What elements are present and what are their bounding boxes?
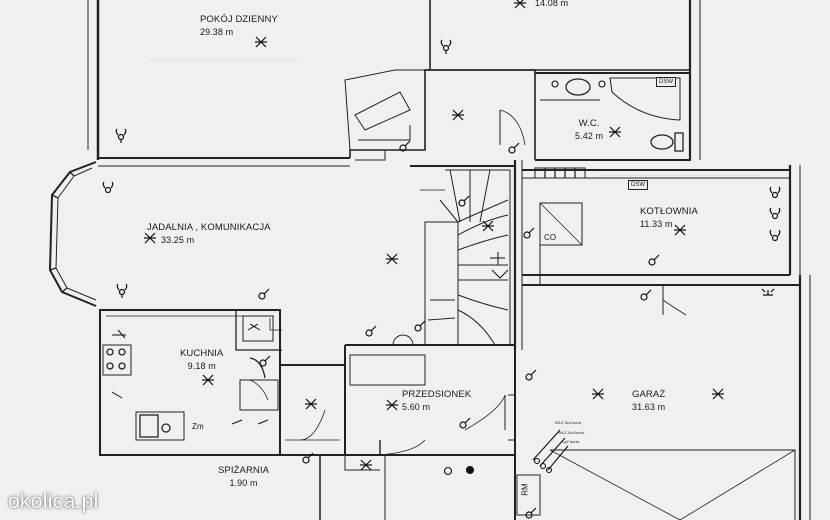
light-fixture-icon: [712, 388, 724, 400]
wall-lamp-icon: [769, 207, 781, 220]
wall-lamp-icon: [761, 288, 775, 296]
junction-box-icon: [532, 429, 569, 471]
wall-lamp-icon: [115, 128, 127, 143]
wlz-label: LgY kontr.: [562, 439, 580, 444]
socket-icon: [598, 80, 606, 88]
dsw-tag: DSW: [656, 77, 676, 87]
wlz-label: WLZ 3x4 kontr.: [558, 430, 585, 435]
switch-icon: [302, 452, 314, 464]
room-label-spizarnia: SPIŻARNIA 1.90 m: [218, 465, 269, 489]
switch-icon: [648, 254, 660, 266]
wall-lamp-icon: [116, 283, 128, 298]
switch-icon: [259, 355, 271, 367]
light-fixture-icon: [592, 388, 604, 400]
room-name: SPIŻARNIA: [218, 465, 270, 476]
room-name: JADALNIA , KOMUNIKACJA: [147, 222, 271, 233]
socket-icon: [465, 465, 475, 475]
dsw-tag: DSW: [628, 180, 648, 190]
room-area: 1.90 m: [229, 478, 258, 488]
room-name: PRZEDSIONEK: [402, 389, 472, 400]
room-label-jadalnia: JADALNIA , KOMUNIKACJA 33.25 m: [147, 222, 271, 246]
room-area: 5.42 m: [575, 131, 604, 141]
light-fixture-icon: [386, 253, 398, 265]
room-area: 9.18 m: [187, 361, 216, 371]
room-label-pokoj-dzienny: POKÓJ DZIENNY 29.38 m: [200, 14, 278, 38]
light-fixture-icon: [609, 126, 621, 138]
room-label-garaz: GARAŻ 31.63 m: [632, 389, 665, 413]
switch-icon: [640, 289, 652, 301]
wall-lamp-icon: [440, 39, 452, 54]
socket-icon: [551, 80, 559, 88]
switch-icon: [365, 325, 377, 337]
room-name: KOTŁOWNIA: [640, 206, 698, 217]
socket-icon: [443, 466, 453, 476]
switch-icon: [525, 507, 537, 519]
light-fixture-icon: [482, 220, 494, 232]
light-fixture-icon: [386, 399, 398, 411]
wall-lamp-icon: [769, 186, 781, 199]
light-fixture-icon: [305, 398, 317, 410]
room-label-wc: W.C. 5.42 m: [575, 118, 603, 142]
zm-label: Zm: [192, 422, 204, 431]
switch-icon: [399, 140, 411, 152]
light-fixture-icon: [202, 374, 214, 386]
room-name: POKÓJ DZIENNY: [200, 14, 278, 25]
light-fixture-icon: [452, 109, 464, 121]
light-fixture-icon: [514, 0, 526, 9]
room-name: KUCHNIA: [180, 348, 224, 359]
room-label-top-right: 14.08 m: [535, 0, 568, 9]
co-label: CO: [544, 233, 557, 242]
light-fixture-icon: [255, 36, 267, 48]
room-label-kotlownia: KOTŁOWNIA 11.33 m: [640, 206, 698, 230]
light-fixture-icon: [674, 224, 686, 236]
room-area: 33.25 m: [161, 235, 195, 245]
light-fixture-icon: [144, 232, 156, 244]
switches: [258, 140, 660, 519]
light-fixture-icon: [360, 459, 372, 471]
room-area: 31.63 m: [632, 402, 666, 412]
light-fixtures: [144, 0, 724, 471]
switch-icon: [523, 227, 535, 239]
switch-icon: [459, 417, 471, 429]
switch-icon: [508, 142, 520, 154]
switch-icon: [525, 369, 537, 381]
switch-icon: [258, 288, 270, 300]
room-label-przedsionek: PRZEDSIONEK 5.60 m: [402, 389, 471, 413]
wlz-label: WLZ 3x4 kontr.: [555, 420, 582, 425]
wall-lamp-icon: [102, 181, 114, 194]
room-name: GARAŻ: [632, 389, 666, 400]
room-area: 11.33 m: [640, 219, 673, 229]
sockets: [111, 80, 606, 476]
room-area: 5.60 m: [402, 402, 431, 412]
wall-lamps: [102, 39, 781, 298]
wall-lamp-icon: [769, 229, 781, 242]
rm-label: RM: [520, 483, 530, 496]
watermark-logo: okolica.pl: [8, 490, 99, 513]
room-name: W.C.: [578, 118, 600, 129]
switch-icon: [458, 195, 470, 207]
room-area: 29.38 m: [200, 27, 234, 37]
room-label-kuchnia: KUCHNIA 9.18 m: [180, 348, 223, 372]
switch-icon: [414, 320, 426, 332]
room-area: 14.08 m: [535, 0, 569, 8]
